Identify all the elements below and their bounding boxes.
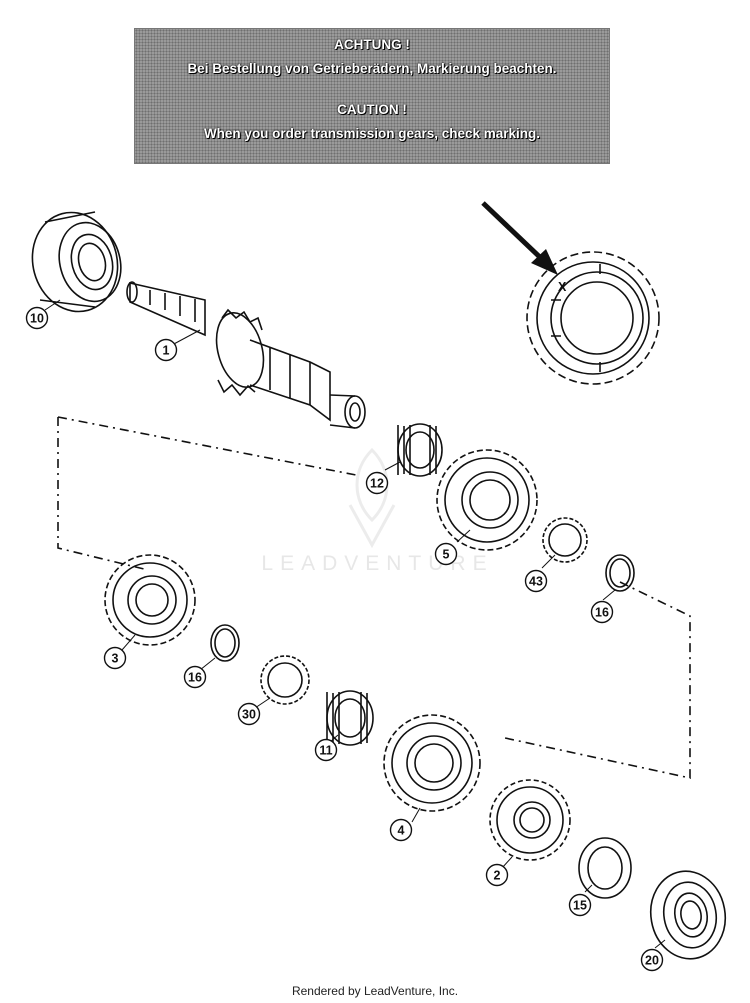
callout-circle: [389, 818, 413, 842]
callout-markers: 10 1 12 5 43 16 3 16 30 11 4 2 15 20: [25, 306, 664, 972]
watermark-logo: [348, 447, 396, 549]
callout-circle: [25, 306, 49, 330]
callout-number: 12: [370, 477, 384, 491]
washer-part-15: [578, 837, 632, 899]
banner-text-de: Bei Bestellung von Getrieberädern, Marki…: [187, 61, 557, 76]
circlip-part-16b: [210, 624, 240, 662]
callout-11: 11: [314, 738, 338, 762]
callout-30: 30: [237, 702, 261, 726]
banner-heading-de: ACHTUNG !: [334, 37, 410, 52]
marking-x-symbol: X: [558, 280, 567, 294]
callout-1: 1: [154, 338, 178, 362]
callout-number: 3: [112, 652, 119, 666]
bearing-part-20: [649, 870, 727, 960]
callout-2: 2: [485, 863, 509, 887]
callout-number: 15: [573, 899, 587, 913]
callout-number: 4: [398, 824, 405, 838]
callout-16: 16: [183, 665, 207, 689]
callout-15: 15: [568, 893, 592, 917]
callout-16: 16: [590, 600, 614, 624]
shaft-part-1: [126, 281, 366, 429]
needle-bearing-part-12: [397, 423, 443, 477]
callout-number: 20: [645, 954, 659, 968]
washer-part-43: [542, 517, 588, 563]
callout-circle: [154, 338, 178, 362]
banner-text-en: When you order transmission gears, check…: [203, 126, 541, 141]
caution-banner: ACHTUNG ! Bei Bestellung von Getrieberäd…: [134, 28, 610, 164]
callout-number: 11: [319, 744, 332, 758]
callout-43: 43: [524, 569, 548, 593]
callout-leaders: [44, 299, 666, 949]
callout-10: 10: [25, 306, 49, 330]
callout-circle: [365, 471, 389, 495]
callout-number: 16: [188, 671, 202, 685]
callout-5: 5: [434, 542, 458, 566]
callout-20: 20: [640, 948, 664, 972]
washer-part-30: [260, 655, 310, 705]
banner-heading-en: CAUTION !: [337, 102, 407, 117]
callout-number: 2: [494, 869, 501, 883]
callout-circle: [524, 569, 548, 593]
callout-number: 5: [443, 548, 450, 562]
callout-circle: [183, 665, 207, 689]
callout-number: 16: [595, 606, 609, 620]
callout-circle: [485, 863, 509, 887]
watermark: LEADVENTURE: [261, 552, 494, 575]
marking-detail-gear: [526, 251, 660, 385]
callout-circle: [103, 646, 127, 670]
assembly-dash-outline: [57, 416, 691, 779]
callout-3: 3: [103, 646, 127, 670]
callout-circle: [434, 542, 458, 566]
callout-number: 10: [30, 312, 44, 326]
callout-number: 43: [529, 575, 543, 589]
marking-arrow: [481, 201, 558, 275]
callout-4: 4: [389, 818, 413, 842]
circlip-part-16a: [605, 554, 635, 592]
callout-12: 12: [365, 471, 389, 495]
gear-part-4: [383, 714, 481, 812]
callout-circle: [640, 948, 664, 972]
callout-circle: [568, 893, 592, 917]
needle-bearing-part-11: [326, 690, 374, 746]
callout-number: 1: [163, 344, 170, 358]
gear-part-2: [489, 779, 571, 861]
callout-circle: [237, 702, 261, 726]
callout-number: 30: [242, 708, 256, 722]
gear-part-3: [104, 554, 196, 646]
gear-part-5: [436, 449, 538, 551]
callout-circle: [314, 738, 338, 762]
callout-circle: [590, 600, 614, 624]
bearing-part-10: [31, 211, 122, 313]
render-credit: Rendered by LeadVenture, Inc.: [291, 984, 459, 998]
